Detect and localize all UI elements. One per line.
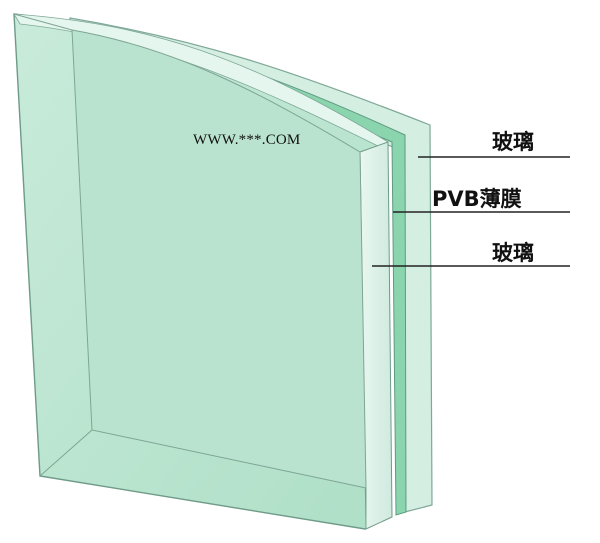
- bevel-line-top-left: [13, 13, 73, 31]
- label-pvb-film: PVB薄膜: [432, 187, 522, 211]
- label-glass-inner: 玻璃: [492, 241, 534, 265]
- watermark-text: WWW.***.COM: [193, 132, 301, 148]
- bevel-line-bottom-left: [39, 429, 93, 477]
- front-glass-inner-bevel: [71, 29, 367, 489]
- label-glass-outer: 玻璃: [492, 130, 534, 154]
